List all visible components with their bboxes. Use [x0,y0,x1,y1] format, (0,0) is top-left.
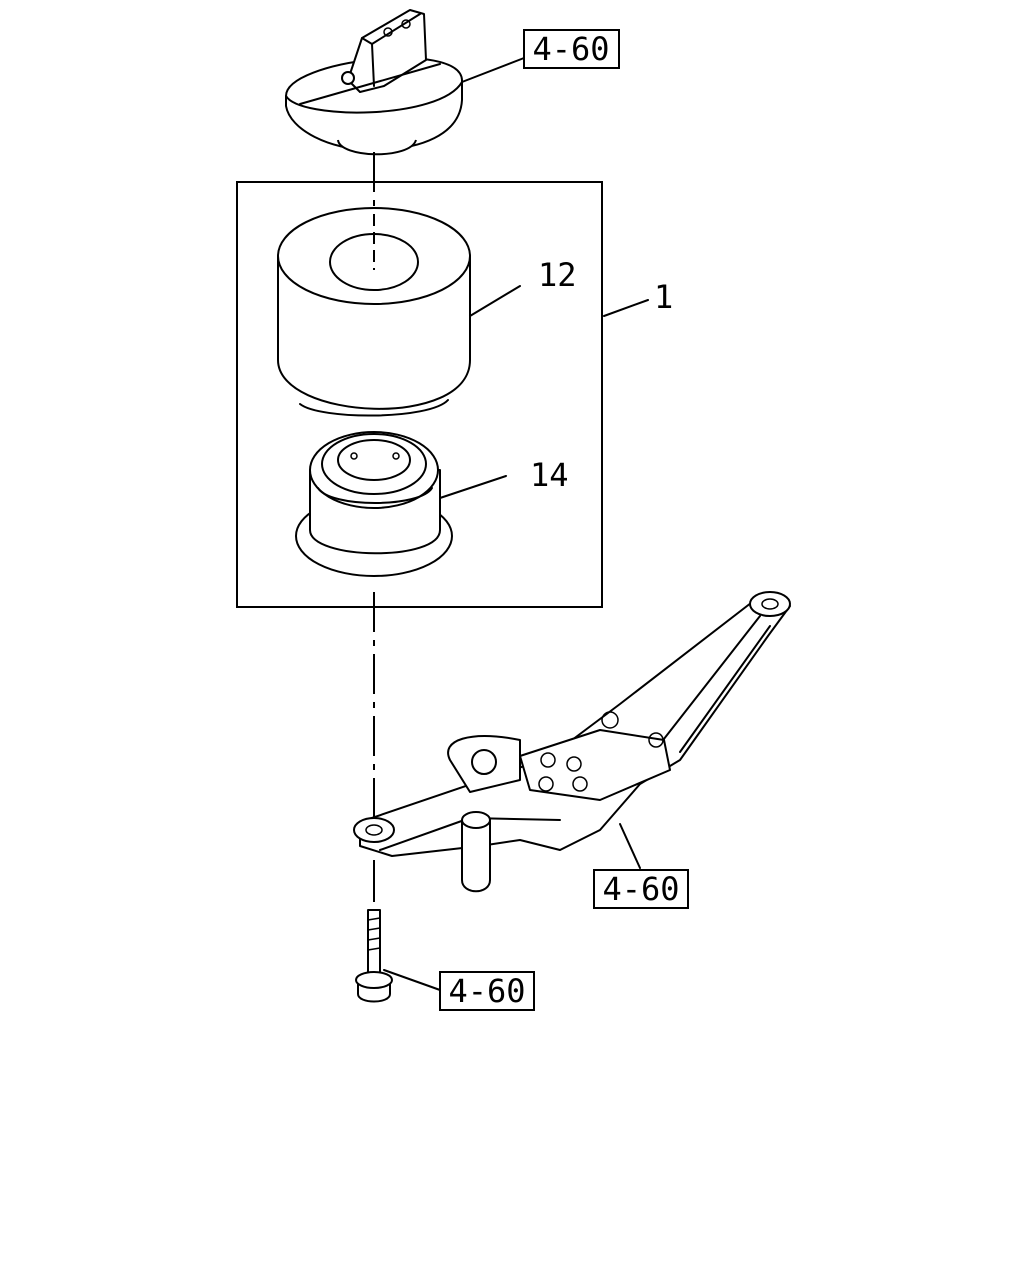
assembly-frame [236,181,603,608]
bolt-reference-text: 4-60 [448,972,525,1010]
upper-mount-cap [285,9,463,156]
top-reference-tag[interactable]: 4-60 [523,29,620,69]
lower-bracket-arm [353,591,791,893]
part-12-callout: 12 [538,256,577,294]
bracket-reference-text: 4-60 [602,870,679,908]
leader-assembly [603,299,649,317]
leader-part-14 [439,475,507,499]
leader-bracket-ref [619,823,641,869]
flange-bolt [355,909,393,1003]
leader-part-12 [469,285,521,317]
bushing-part [295,431,453,577]
assembly-callout: 1 [654,278,673,316]
leader-bolt-ref [383,969,441,991]
bolt-reference-tag[interactable]: 4-60 [439,971,535,1011]
bracket-reference-tag[interactable]: 4-60 [593,869,689,909]
leader-top-ref [461,57,525,83]
part-14-callout: 14 [530,456,569,494]
top-reference-text: 4-60 [532,30,609,68]
